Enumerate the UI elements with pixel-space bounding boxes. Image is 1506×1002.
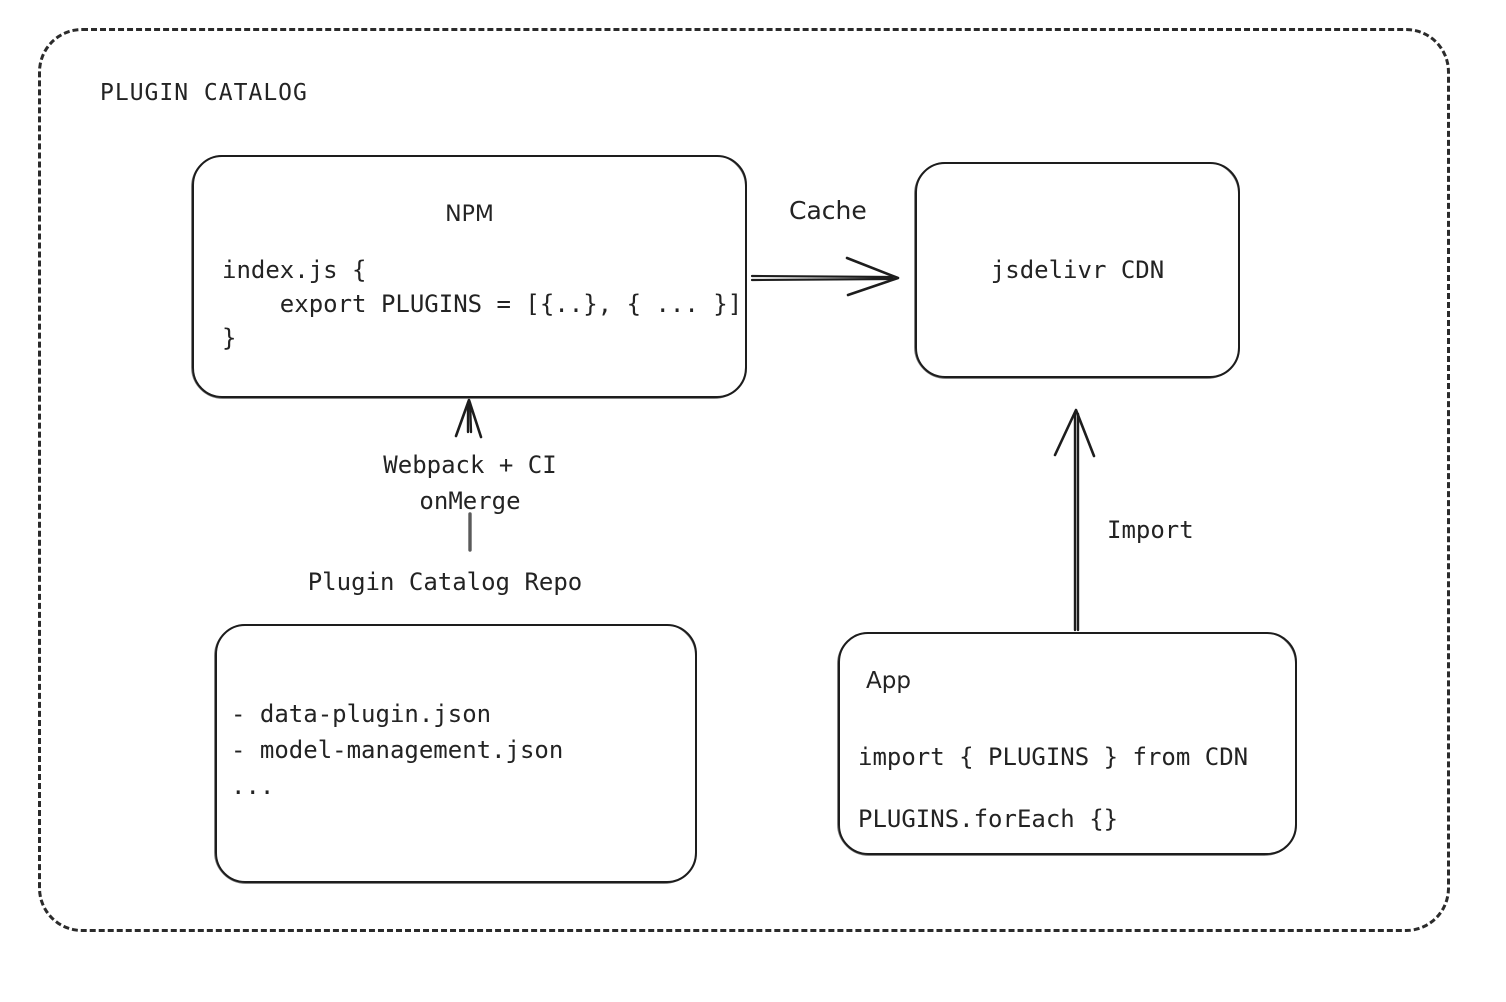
edge-label-import: Import <box>1107 516 1194 544</box>
node-npm[interactable]: NPM index.js { export PLUGINS = [{..}, {… <box>191 155 747 399</box>
edge-label-cache: Cache <box>789 196 867 225</box>
frame-title: PLUGIN CATALOG <box>100 80 308 106</box>
node-jsdelivr-cdn[interactable]: jsdelivr CDN <box>914 162 1240 379</box>
repo-caption: Plugin Catalog Repo <box>307 568 583 596</box>
app-title: App <box>866 668 911 694</box>
npm-title: NPM <box>445 202 494 227</box>
app-code: import { PLUGINS } from CDN PLUGINS.forE… <box>858 726 1248 850</box>
repo-file-list: - data-plugin.json - model-management.js… <box>231 700 564 800</box>
cdn-label: jsdelivr CDN <box>990 256 1165 284</box>
plugin-catalog-frame <box>38 28 1450 932</box>
npm-code: index.js { export PLUGINS = [{..}, { ...… <box>222 256 743 352</box>
edge-label-build: Webpack + CI onMerge <box>383 451 557 515</box>
app-code-line-2: PLUGINS.forEach {} <box>858 805 1119 833</box>
node-app[interactable]: App import { PLUGINS } from CDN PLUGINS.… <box>837 632 1297 856</box>
app-code-line-1: import { PLUGINS } from CDN <box>858 743 1249 771</box>
node-plugin-catalog-repo[interactable]: - data-plugin.json - model-management.js… <box>214 624 697 884</box>
